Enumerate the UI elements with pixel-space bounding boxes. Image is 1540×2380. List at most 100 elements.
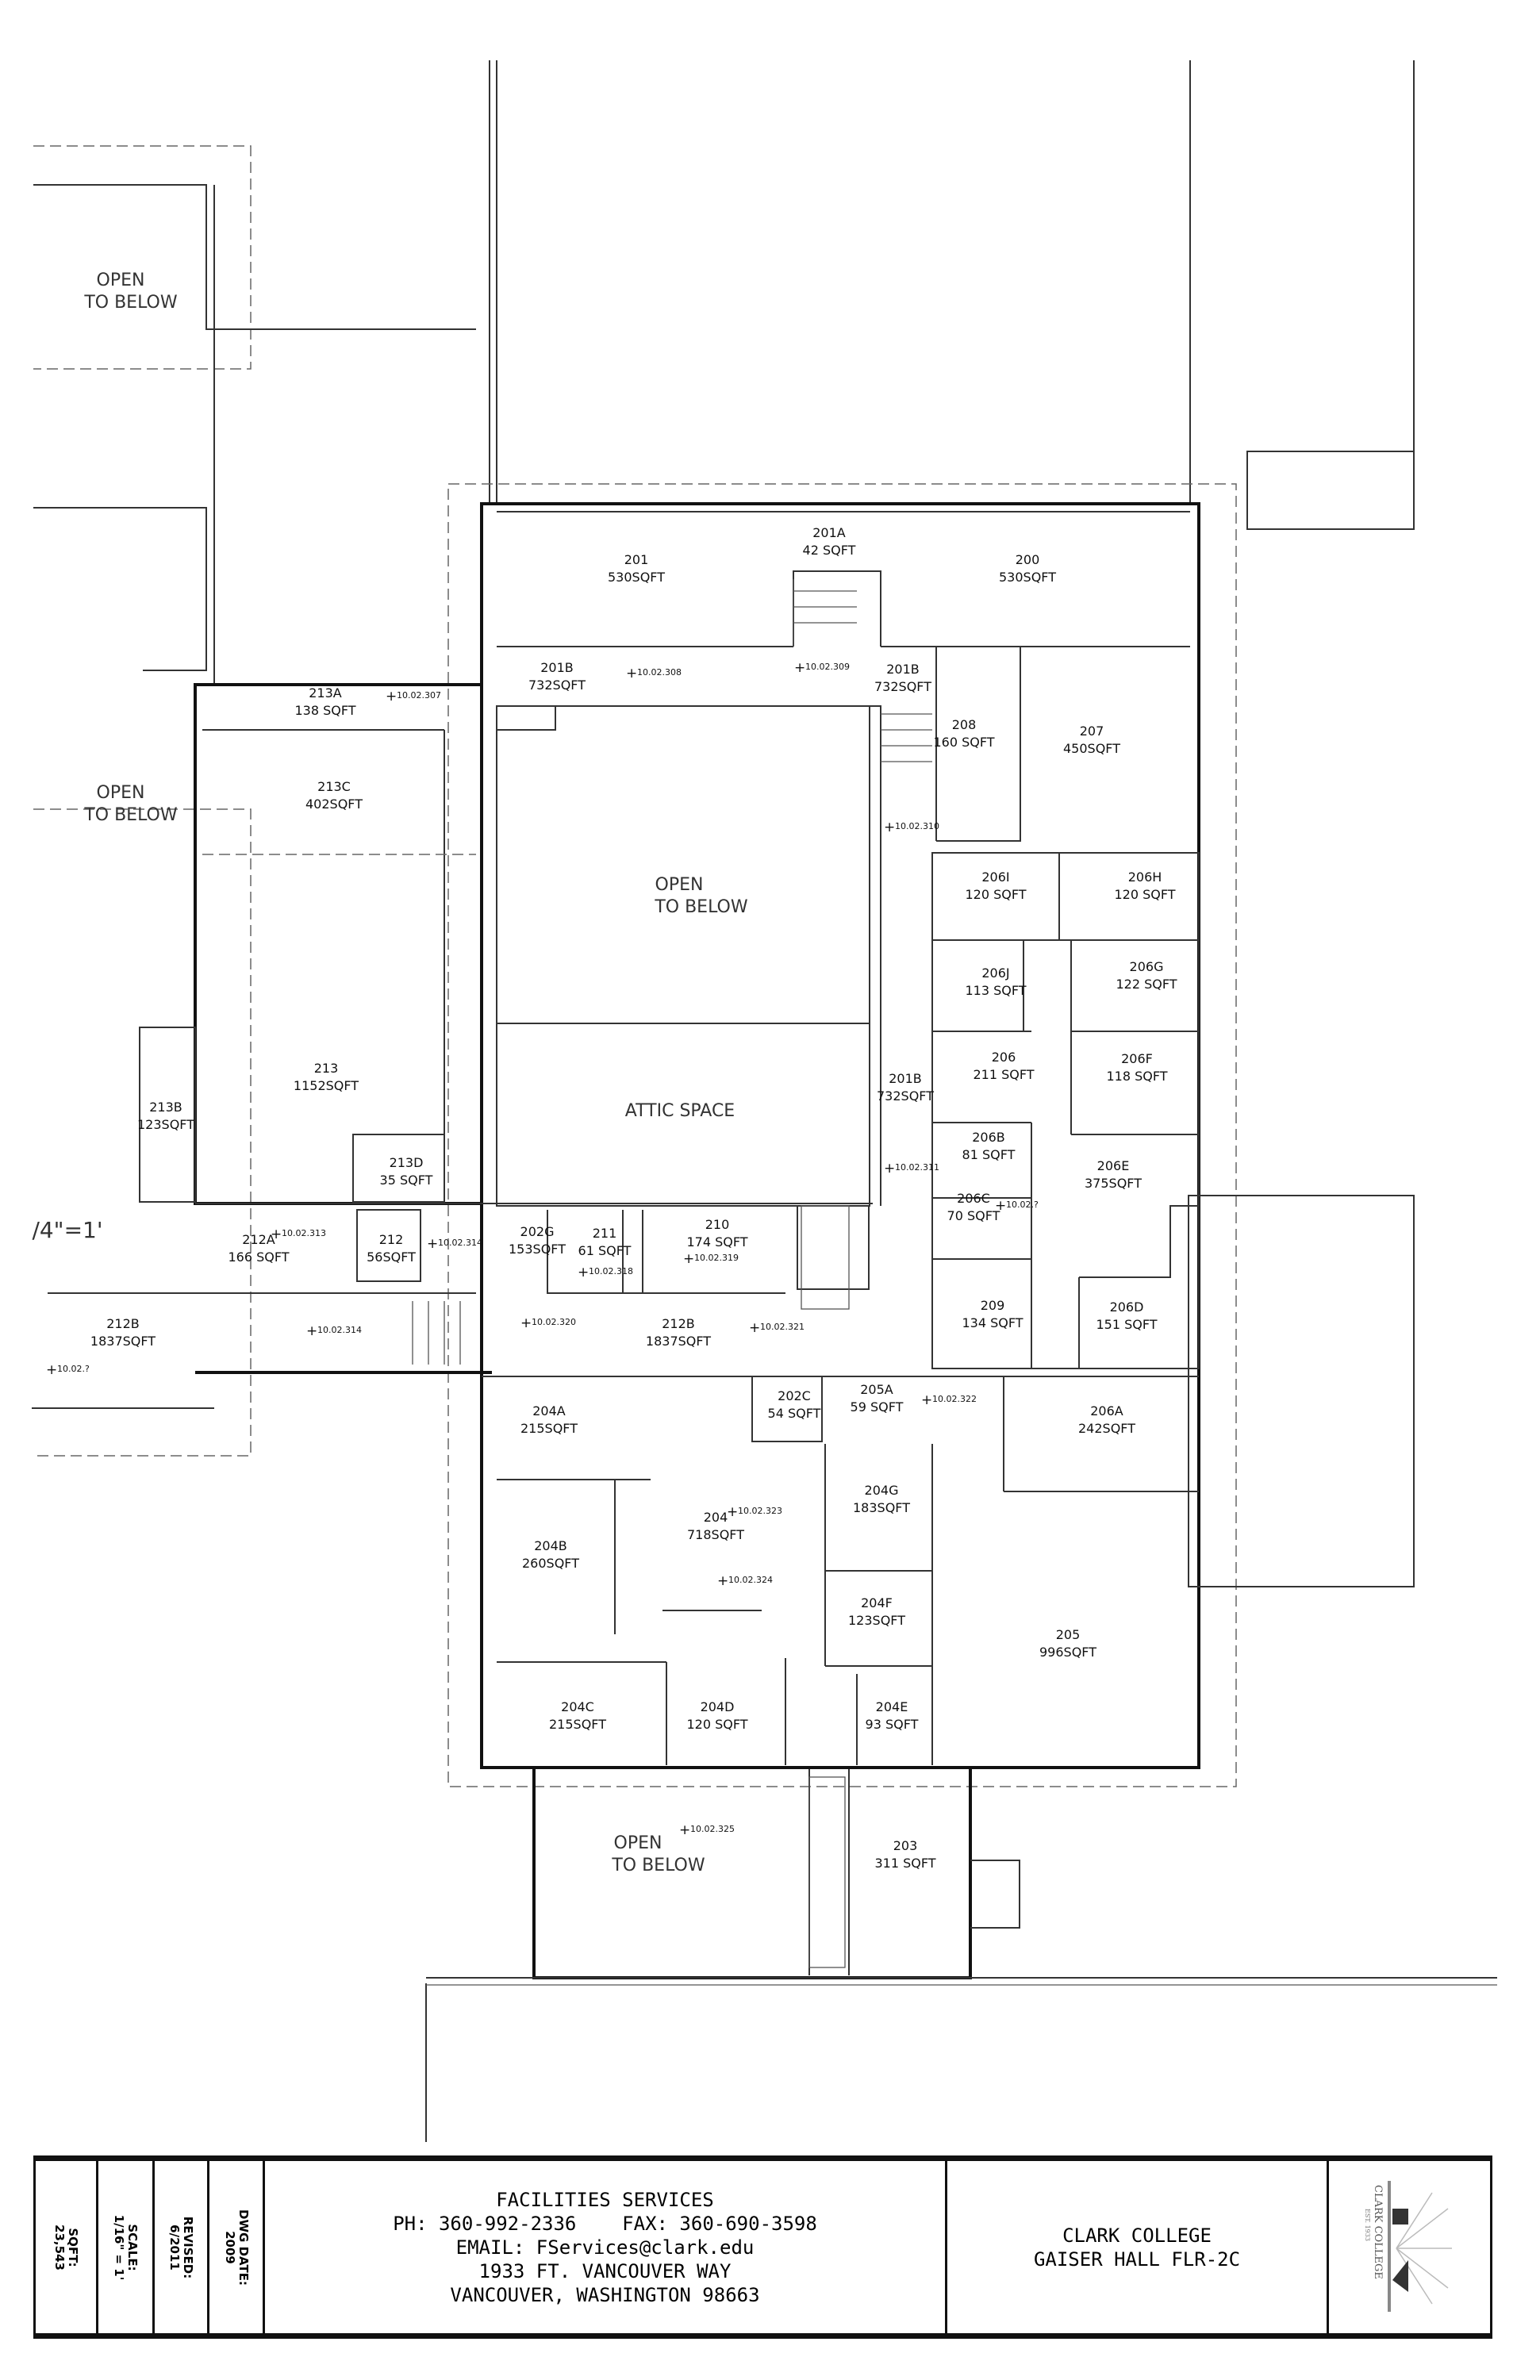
- room-area: 402SQFT: [305, 797, 363, 812]
- room-area: 450SQFT: [1063, 741, 1120, 756]
- scale-label: SCALE:: [125, 2223, 140, 2271]
- building-floor: GAISER HALL FLR-2C: [1033, 2248, 1241, 2271]
- crosshair-icon: +: [578, 1265, 589, 1280]
- location-marker: 10.02.307: [397, 690, 441, 701]
- svg-text:TO BELOW: TO BELOW: [654, 897, 748, 917]
- location-marker: 10.02.320: [532, 1317, 576, 1327]
- room-label: 213C 402SQFT: [305, 779, 363, 812]
- room-area: 996SQFT: [1039, 1645, 1096, 1660]
- dwg-date-label: DWG DATE:: [236, 2209, 251, 2286]
- scale-cell: SCALE:1/16" = 1': [98, 2161, 155, 2333]
- crosshair-icon: +: [794, 660, 805, 676]
- room-area: 174 SQFT: [686, 1234, 747, 1250]
- location-marker: 10.02.314: [438, 1238, 482, 1248]
- revised-cell: REVISED:6/2011: [155, 2161, 209, 2333]
- room-area: 120 SQFT: [686, 1717, 747, 1732]
- room-number: 210: [705, 1217, 730, 1232]
- svg-text:TO BELOW: TO BELOW: [611, 1856, 705, 1875]
- room-number: 213B: [149, 1100, 182, 1115]
- room-number: 201A: [812, 525, 846, 540]
- room-area: 160 SQFT: [933, 735, 994, 750]
- phone-fax: PH: 360-992-2336 FAX: 360-690-3598: [393, 2212, 817, 2235]
- crosshair-icon: +: [921, 1392, 932, 1408]
- room-number: 201B: [889, 1071, 922, 1086]
- room-area: 530SQFT: [999, 570, 1056, 585]
- crosshair-icon: +: [749, 1320, 760, 1336]
- room-number: 206B: [972, 1130, 1005, 1145]
- room-area: 732SQFT: [528, 678, 586, 693]
- room-area: 1837SQFT: [646, 1334, 711, 1349]
- room-area: 530SQFT: [608, 570, 665, 585]
- location-marker: 10.02.308: [637, 667, 682, 678]
- room-area: 122 SQFT: [1116, 977, 1177, 992]
- scale-value: 1/16" = 1': [112, 2214, 126, 2280]
- location-marker: 10.02.314: [317, 1325, 362, 1335]
- crosshair-icon: +: [683, 1251, 694, 1267]
- room-area: 732SQFT: [877, 1088, 934, 1104]
- room-number: 206E: [1097, 1158, 1130, 1173]
- location-marker: 10.02.322: [932, 1394, 977, 1404]
- org-name: FACILITIES SERVICES: [496, 2188, 714, 2211]
- room-number: 204A: [532, 1403, 566, 1418]
- room-area: 56SQFT: [367, 1250, 416, 1265]
- college-name: CLARK COLLEGE: [1062, 2224, 1212, 2247]
- revised-label: REVISED:: [181, 2216, 195, 2278]
- room-area: 134 SQFT: [962, 1315, 1023, 1330]
- location-marker: 10.02.324: [728, 1575, 773, 1585]
- room-number: 202G: [520, 1224, 555, 1239]
- scale-note: /4"=1': [32, 1217, 102, 1243]
- room-area: 61 SQFT: [578, 1243, 632, 1258]
- room-area: 242SQFT: [1078, 1421, 1135, 1436]
- svg-text:TO BELOW: TO BELOW: [83, 293, 178, 313]
- svg-text:OPEN: OPEN: [655, 875, 704, 895]
- svg-text:OPEN: OPEN: [614, 1833, 662, 1853]
- email: EMAIL: FServices@clark.edu: [455, 2236, 755, 2259]
- sqft-cell: SQFT:23,543: [36, 2161, 98, 2333]
- room-area: 215SQFT: [549, 1717, 606, 1732]
- room-number: 213D: [390, 1155, 424, 1170]
- address-line-1: 1933 FT. VANCOUVER WAY: [478, 2259, 732, 2282]
- walls: [32, 60, 1497, 2142]
- room-number: 206F: [1121, 1051, 1153, 1066]
- room-number: 212A: [242, 1232, 275, 1247]
- room-number: 211: [593, 1226, 617, 1241]
- location-marker: 10.02.325: [690, 1824, 735, 1834]
- room-number: 213C: [317, 779, 351, 794]
- room-number: 206I: [981, 869, 1009, 885]
- attic-space-label: ATTIC SPACE: [625, 1101, 735, 1121]
- room-number: 201: [624, 552, 649, 567]
- dwg-date-value: 2009: [222, 2230, 237, 2264]
- address-line-2: VANCOUVER, WASHINGTON 98663: [450, 2283, 760, 2306]
- location-marker: 10.02.?: [1006, 1200, 1039, 1210]
- room-area: 113 SQFT: [965, 983, 1026, 998]
- room-area: 118 SQFT: [1106, 1069, 1167, 1084]
- room-area: 123SQFT: [848, 1613, 905, 1628]
- room-area: 183SQFT: [853, 1500, 910, 1515]
- room-area: 153SQFT: [509, 1242, 566, 1257]
- crosshair-icon: +: [884, 1161, 895, 1177]
- room-area: 311 SQFT: [874, 1856, 935, 1871]
- svg-text:TO BELOW: TO BELOW: [83, 805, 178, 825]
- room-area: 70 SQFT: [947, 1208, 1000, 1223]
- room-number: 204: [704, 1510, 728, 1525]
- room-area: 1837SQFT: [90, 1334, 156, 1349]
